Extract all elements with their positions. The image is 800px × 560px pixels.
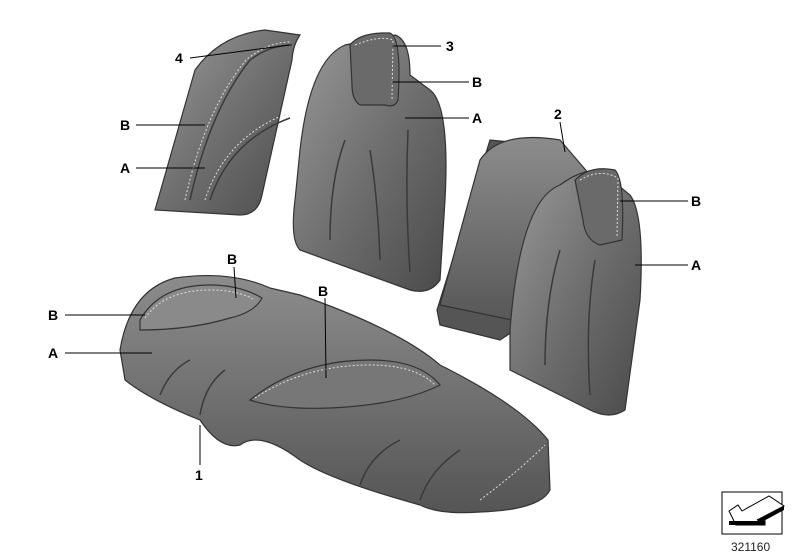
callout-b: B <box>48 307 58 323</box>
diagram-id: 321160 <box>731 540 771 554</box>
callout-a: A <box>691 257 701 273</box>
backrest-right <box>436 137 642 416</box>
callout-1: 1 <box>195 467 203 483</box>
callout-3: 3 <box>446 38 454 54</box>
callout-2: 2 <box>554 106 562 122</box>
seat-cushion <box>119 274 551 514</box>
callout-a: A <box>120 160 130 176</box>
callout-b: B <box>318 283 328 299</box>
callout-b: B <box>227 251 237 267</box>
callout-b: B <box>472 74 482 90</box>
callout-b: B <box>120 117 130 133</box>
orientation-arrow-icon <box>721 491 785 535</box>
callout-b: B <box>691 193 701 209</box>
callout-4: 4 <box>175 50 183 66</box>
callout-a: A <box>48 345 58 361</box>
leader-lines <box>65 44 688 465</box>
backrest-left <box>292 32 447 292</box>
callout-a: A <box>472 110 482 126</box>
